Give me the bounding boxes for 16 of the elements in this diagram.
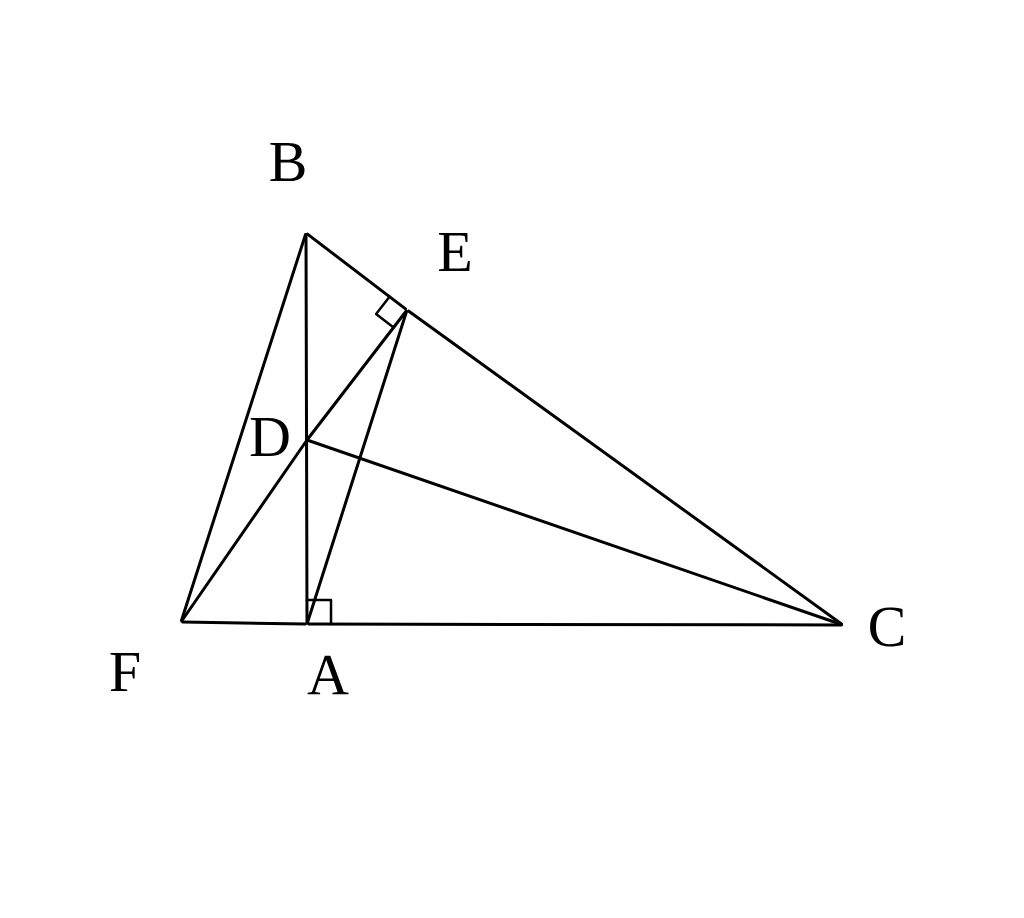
line-segment [181, 620, 307, 626]
line-segment [306, 232, 407, 311]
line-segment [307, 439, 843, 626]
line-segment [306, 310, 409, 624]
line-segment [304, 233, 309, 624]
line-segment [180, 233, 308, 622]
line-segment [307, 622, 843, 627]
point-label: B [270, 142, 305, 182]
point-label: F [110, 653, 140, 691]
point-label: D [250, 417, 289, 457]
point-label: A [307, 655, 349, 695]
point-label: C [870, 607, 904, 647]
line-segment [306, 310, 408, 440]
line-segment [180, 440, 308, 622]
point-label: E [438, 233, 470, 271]
line-segment [407, 309, 843, 626]
